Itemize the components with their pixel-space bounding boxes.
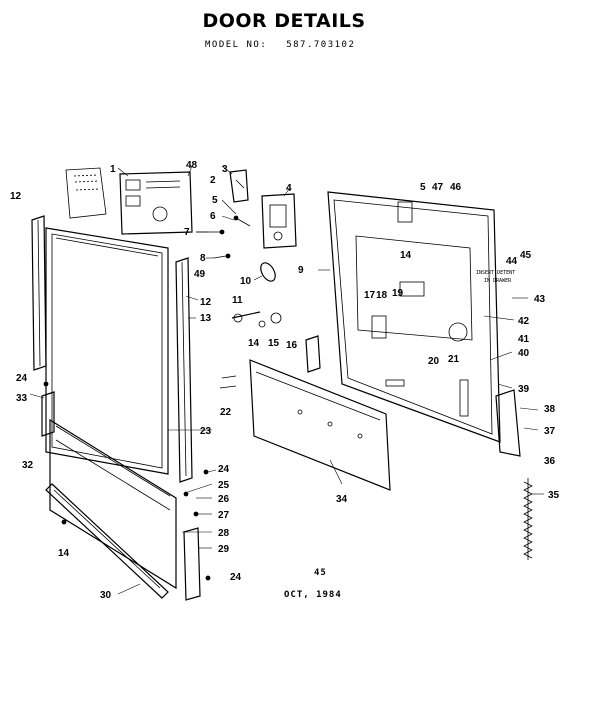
callout-37: 37 (544, 426, 556, 437)
page-number: 45 (314, 568, 327, 578)
kick-plate-part-30 (45, 483, 169, 599)
switch-bracket-part-4 (261, 193, 297, 249)
callout-14-liner: 14 (400, 250, 412, 261)
callout-3: 3 (222, 164, 228, 175)
end-cap-part-29 (183, 527, 201, 601)
callout-32: 32 (22, 460, 34, 471)
callout-30: 30 (100, 590, 112, 601)
callout-41: 41 (518, 334, 530, 345)
callout-6: 6 (210, 211, 216, 222)
callout-16: 16 (286, 340, 298, 351)
side-trim-right-part-13 (175, 257, 193, 483)
inner-door-liner-part-9 (327, 191, 501, 443)
callout-17: 17 (364, 290, 376, 301)
callout-15: 15 (268, 338, 280, 349)
callout-35: 35 (548, 490, 560, 501)
callout-12-right: 12 (200, 297, 212, 308)
model-number: 587.703102 (286, 40, 356, 50)
callout-9: 9 (298, 265, 304, 276)
callout-8: 8 (200, 253, 206, 264)
spring-part-35 (523, 478, 533, 560)
callout-20: 20 (428, 356, 440, 367)
model-number-line: MODEL NO: 587.703102 (205, 40, 355, 50)
callout-46: 46 (450, 182, 462, 193)
bracket-part-22 (219, 375, 237, 389)
hinge-part-16 (305, 335, 321, 373)
hinge-bracket-part-36-37 (495, 389, 521, 457)
model-label: MODEL NO: (205, 40, 268, 50)
callout-21: 21 (448, 354, 460, 365)
callout-36: 36 (544, 456, 556, 467)
callout-45: 45 (520, 250, 532, 261)
fastener-part-11-15 (231, 311, 282, 328)
callout-labels: 1 48 3 2 4 5 6 7 8 49 10 9 12 12 13 11 1… (10, 160, 560, 601)
lower-panel-part-25-28 (49, 418, 177, 590)
callout-23: 23 (200, 426, 212, 437)
callout-11: 11 (232, 295, 243, 306)
callout-48: 48 (186, 160, 198, 171)
callout-40: 40 (518, 348, 530, 359)
callout-42: 42 (518, 316, 530, 327)
instruction-label-part-1 (65, 167, 107, 219)
callout-5-liner: 5 (420, 182, 426, 193)
callout-24-mid: 24 (218, 464, 230, 475)
callout-26: 26 (218, 494, 230, 505)
screws-parts-6-7-8 (196, 215, 251, 259)
callout-44: 44 (506, 256, 518, 267)
callout-33: 33 (16, 393, 28, 404)
callout-43: 43 (534, 294, 546, 305)
callout-7: 7 (184, 227, 190, 238)
latch-assembly-parts-2-3 (229, 169, 249, 203)
page-title: DOOR DETAILS (202, 10, 366, 32)
drawing-date: OCT, 1984 (284, 590, 342, 600)
callout-12-top: 12 (10, 191, 22, 202)
callout-19: 19 (392, 288, 404, 299)
callout-34: 34 (336, 494, 348, 505)
lower-trim-part-33 (41, 391, 55, 437)
callout-38: 38 (544, 404, 556, 415)
note-insert-detent: INSERT DETENT (476, 270, 515, 276)
callout-13: 13 (200, 313, 212, 324)
callout-49: 49 (194, 269, 206, 280)
callout-28: 28 (218, 528, 230, 539)
callout-47: 47 (432, 182, 444, 193)
door-frame-part-34 (249, 359, 391, 491)
callout-14-mid: 14 (248, 338, 260, 349)
callout-29: 29 (218, 544, 230, 555)
callout-10: 10 (240, 276, 252, 287)
callout-4: 4 (286, 183, 292, 194)
callout-1: 1 (110, 164, 116, 175)
callout-27: 27 (218, 510, 230, 521)
callout-25: 25 (218, 480, 230, 491)
callout-39: 39 (518, 384, 530, 395)
callout-2: 2 (210, 175, 216, 186)
callout-22: 22 (220, 407, 232, 418)
callout-14-bottom: 14 (58, 548, 70, 559)
callout-24-left: 24 (16, 373, 28, 384)
side-trim-left-part-12 (31, 215, 47, 371)
note-in-drawer: IN DRAWER (484, 278, 512, 284)
actuator-part-10 (260, 262, 276, 282)
callout-24-bottom: 24 (230, 572, 242, 583)
control-panel-part-48 (119, 171, 193, 235)
callout-18: 18 (376, 290, 388, 301)
outer-door-panel-part-23 (45, 227, 169, 475)
leader-lines (29, 165, 544, 595)
callout-5: 5 (212, 195, 218, 206)
